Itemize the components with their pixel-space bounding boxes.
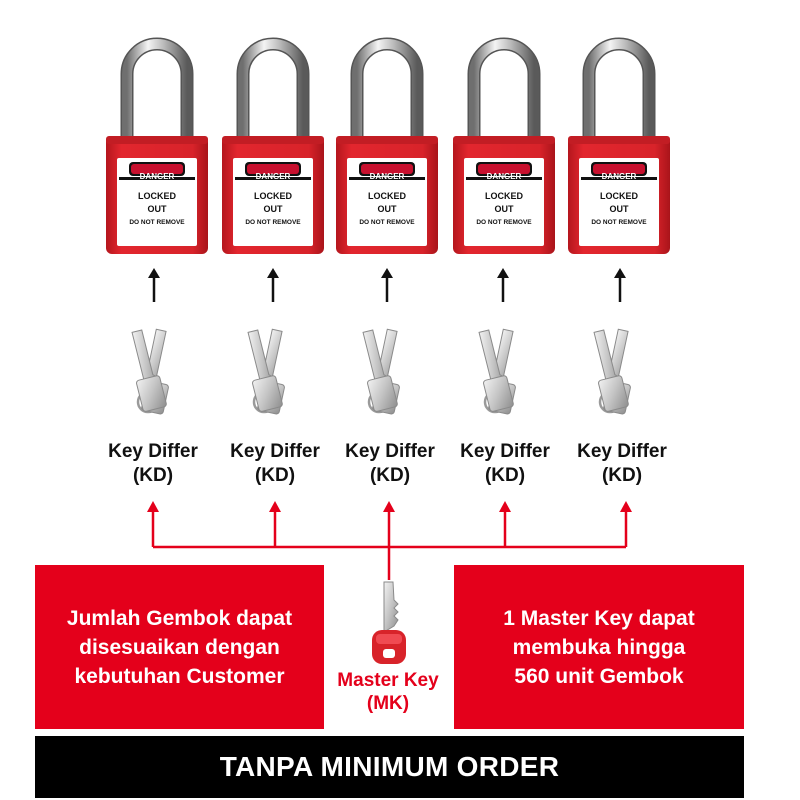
key-differ-code: (KD) [254,465,296,486]
arrow-up-icon-3 [379,266,395,304]
tag-line3: DO NOT REMOVE [476,219,532,226]
key-differ-label: Key Differ (KD) [562,440,682,488]
tag-line1: LOCKED [368,191,407,201]
tag-line2: OUT [495,204,515,214]
tag-line1: LOCKED [254,191,293,201]
tag-line2: OUT [264,204,284,214]
master-key-capacity-line: 560 unit Gembok [514,664,684,688]
tag-line3: DO NOT REMOVE [245,219,301,226]
key-differ-code: (KD) [601,465,643,486]
padlock-tags: DANGER LOCKED OUT DO NOT REMOVE DANGER L… [129,172,647,226]
custom-quantity-line: kebutuhan Customer [74,664,285,688]
custom-quantity-line: disesuaikan dengan [79,635,280,659]
key-differ-text: Key Differ [460,441,550,462]
key-differ-label: Key Differ (KD) [445,440,565,488]
no-minimum-order-banner: TANPA MINIMUM ORDER [35,736,744,798]
key-differ-text: Key Differ [345,441,435,462]
key-differ-text: Key Differ [108,441,198,462]
key-pair-icon-4 [470,327,529,416]
tag-header: DANGER [140,172,175,181]
key-differ-code: (KD) [484,465,526,486]
tag-line3: DO NOT REMOVE [591,219,647,226]
key-pair-icon-5 [585,327,644,416]
key-differ-label: Key Differ (KD) [215,440,335,488]
key-pair-icon-1 [123,327,182,416]
tag-line2: OUT [610,204,630,214]
arrow-up-icon-2 [265,266,281,304]
key-differ-label: Key Differ (KD) [93,440,213,488]
master-key-text: Master Key [337,670,439,691]
key-differ-code: (KD) [369,465,411,486]
custom-quantity-box: Jumlah Gembok dapat disesuaikan dengan k… [35,565,324,729]
key-differ-text: Key Differ [577,441,667,462]
key-pair-icon-3 [354,327,413,416]
key-pair-icon-2 [239,327,298,416]
master-key-label: Master Key (MK) [322,669,454,715]
custom-quantity-line: Jumlah Gembok dapat [66,606,293,630]
master-key-distribution-lines [151,510,628,580]
tag-line1: LOCKED [485,191,524,201]
tag-line1: LOCKED [600,191,639,201]
key-differ-text: Key Differ [230,441,320,462]
tag-line3: DO NOT REMOVE [129,219,185,226]
arrow-up-icon-5 [612,266,628,304]
key-differ-label: Key Differ (KD) [330,440,450,488]
master-key-capacity-line: membuka hingga [512,635,686,659]
tag-line1: LOCKED [138,191,177,201]
tag-line2: OUT [148,204,168,214]
tag-line3: DO NOT REMOVE [359,219,415,226]
key-differ-code: (KD) [132,465,174,486]
tag-header: DANGER [602,172,637,181]
tag-header: DANGER [370,172,405,181]
master-key-icon [372,581,406,664]
red-arrowheads [147,501,632,512]
master-key-code: (MK) [366,693,410,714]
arrow-up-icon-4 [495,266,511,304]
tag-line2: OUT [378,204,398,214]
master-key-capacity-box: 1 Master Key dapat membuka hingga 560 un… [454,565,744,729]
tag-header: DANGER [487,172,522,181]
arrow-up-icon-1 [146,266,162,304]
tag-header: DANGER [256,172,291,181]
master-key-capacity-line: 1 Master Key dapat [503,606,695,630]
